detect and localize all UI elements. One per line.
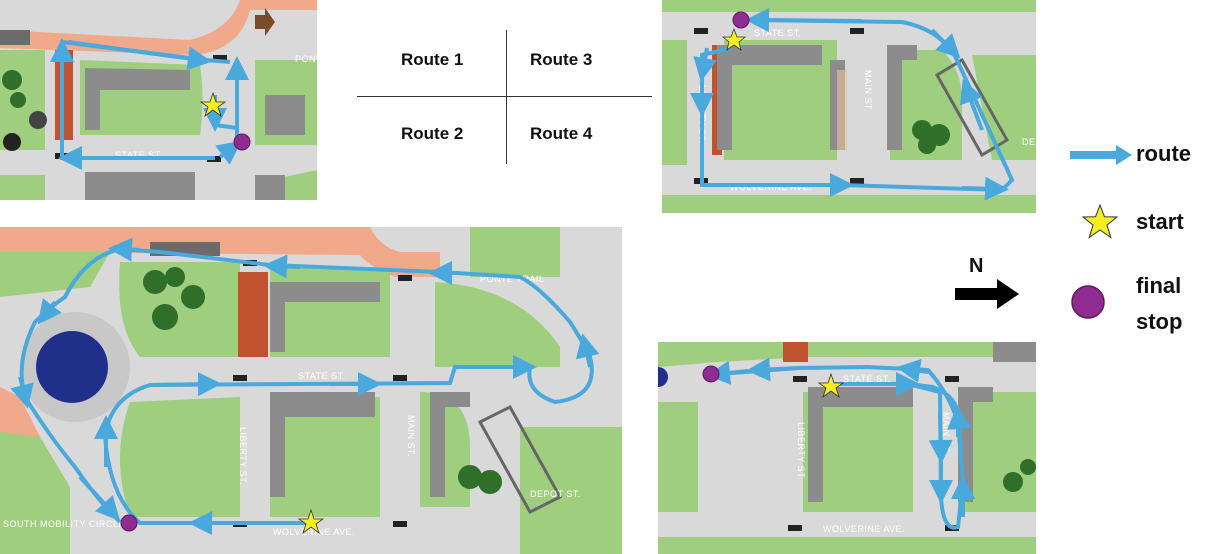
route-1-map: STATE ST. PONTE [0, 0, 317, 200]
route-1-label: Route 1 [401, 50, 464, 69]
legend-start-label: start [1136, 209, 1184, 234]
route-2-main-label: MAIN ST. [406, 415, 416, 457]
route-2-start-star [297, 508, 325, 535]
route-4-map: STATE ST. WOLVERINE AVE. LIBERTY ST. MAI… [658, 342, 1036, 554]
route-2-label: Route 2 [401, 124, 464, 143]
route-4-label: Route 4 [530, 124, 593, 143]
route-table-vertical-line [506, 30, 507, 164]
route-2-mobility-label: SOUTH MOBILITY CIRCLE [3, 519, 125, 529]
route-2-state-st-label: STATE ST. [298, 371, 346, 381]
legend-route-label: route [1136, 141, 1191, 166]
route-3-map: STATE ST. WOLVERINE AVE. LIBERTY ST. MAI… [662, 0, 1036, 213]
pond [36, 331, 108, 403]
route-table-horizontal-line [357, 96, 652, 97]
route-2-ponte-label: PONTE TRAIL [480, 274, 544, 284]
route-3-main-label: MAIN ST. [863, 70, 873, 112]
route-1-start-star [199, 91, 227, 118]
route-2-final-stop [120, 514, 138, 532]
route-4-final-stop [702, 365, 720, 383]
route-4-liberty-label: LIBERTY ST. [796, 422, 806, 480]
route-3-depot-label: DE [1022, 137, 1036, 147]
route-3-start-star [721, 27, 747, 51]
route-3-final-stop [732, 11, 750, 29]
route-arrow-icon [1070, 145, 1132, 165]
north-label: N [969, 255, 984, 277]
route-4-state-st-label: STATE ST. [843, 374, 891, 384]
route-2-depot-label: DEPOT ST. [530, 489, 581, 499]
route-2-liberty-label: LIBERTY ST. [238, 427, 248, 485]
route-1-ponte-label: PONTE [295, 54, 317, 64]
route-1-final-stop [233, 133, 251, 151]
route-4-start-star [817, 372, 845, 399]
legend: route start final stop [1068, 130, 1218, 340]
route-3-label: Route 3 [530, 50, 593, 69]
route-4-main-label: MAIN ST. [941, 412, 951, 454]
route-2-wolverine-label: WOLVERINE AVE. [273, 527, 355, 537]
route-2-map: STATE ST. WOLVERINE AVE. LIBERTY ST. MAI… [0, 227, 622, 554]
legend-final-stop-label: final stop [1136, 273, 1183, 334]
final-stop-circle-icon [1071, 285, 1105, 319]
route-1-state-st-label: STATE ST. [115, 150, 163, 160]
route-4-wolverine-label: WOLVERINE AVE. [823, 524, 905, 534]
route-table: Route 1 Route 3 Route 2 Route 4 [357, 30, 652, 165]
north-indicator: N [955, 255, 1025, 311]
route-3-state-st-label: STATE ST. [754, 28, 802, 38]
north-arrow-icon [955, 279, 1019, 309]
start-star-icon [1082, 204, 1118, 239]
